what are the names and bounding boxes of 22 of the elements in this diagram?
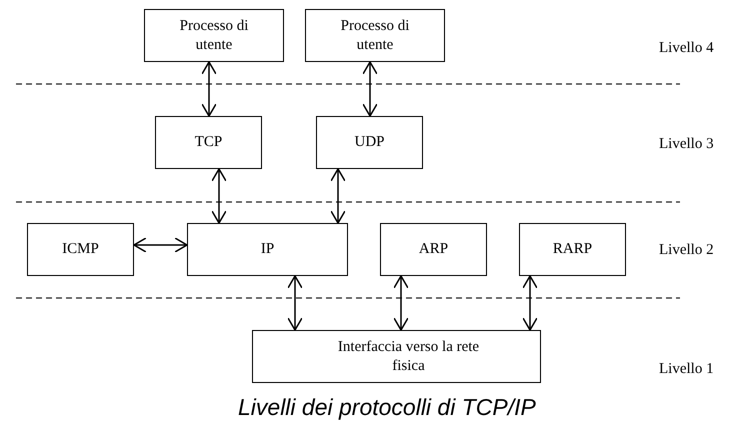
- protocol-box: ARP: [380, 223, 487, 276]
- double-arrow: [362, 61, 378, 117]
- double-arrow: [287, 275, 303, 331]
- double-arrow: [211, 168, 227, 224]
- double-arrow: [522, 275, 538, 331]
- layer-label: Livello 2: [659, 241, 714, 260]
- protocol-box: ICMP: [27, 223, 134, 276]
- layer-label: Livello 4: [659, 39, 714, 58]
- double-arrow: [393, 275, 409, 331]
- protocol-box: UDP: [316, 116, 423, 169]
- double-arrow: [133, 237, 188, 253]
- caption: Livelli dei protocolli di TCP/IP: [238, 393, 536, 422]
- double-arrow: [201, 61, 217, 117]
- double-arrow: [330, 168, 346, 224]
- protocol-box: TCP: [155, 116, 262, 169]
- layer-label: Livello 3: [659, 135, 714, 154]
- layer-label: Livello 1: [659, 360, 714, 379]
- protocol-box: IP: [187, 223, 348, 276]
- protocol-box: RARP: [519, 223, 626, 276]
- protocol-box: Processo di utente: [305, 9, 445, 62]
- protocol-box: Interfaccia verso la rete fisica: [252, 330, 541, 383]
- protocol-box: Processo di utente: [144, 9, 284, 62]
